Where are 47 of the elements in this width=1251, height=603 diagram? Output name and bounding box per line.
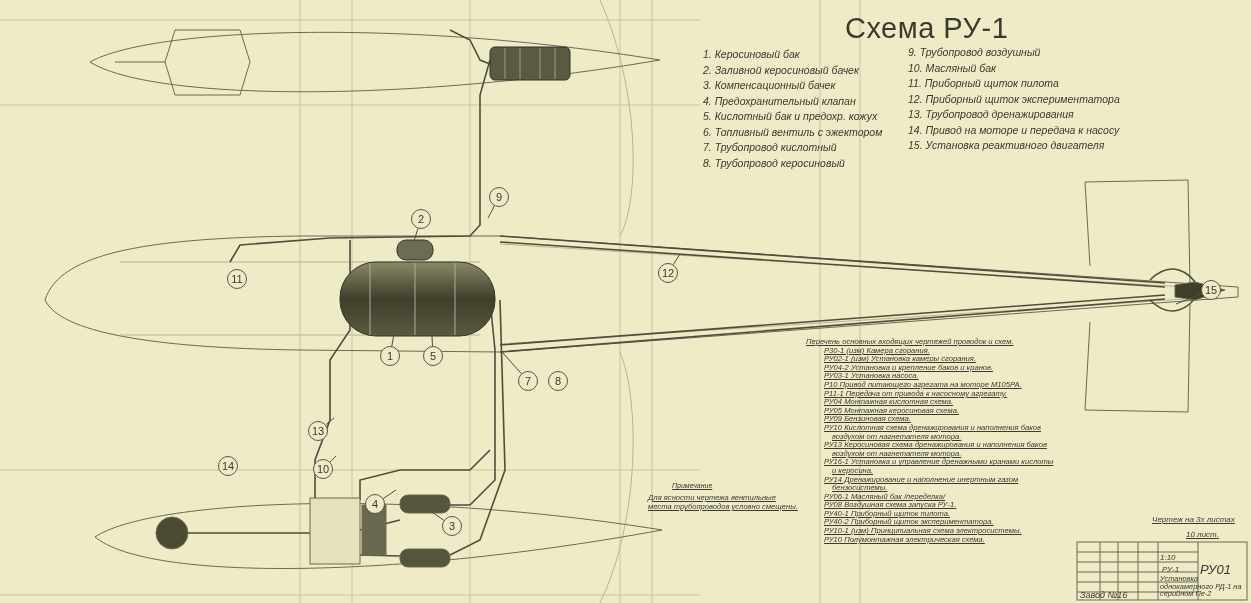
callout-number: 10: [313, 459, 333, 479]
leader-line: [382, 489, 397, 499]
leader-line: [1175, 293, 1203, 305]
callout-number: 14: [218, 456, 238, 476]
leader-line: [501, 351, 522, 375]
scale-value: 1:10: [1160, 553, 1176, 562]
callout-number: 2: [411, 209, 431, 229]
leader-line: [325, 417, 335, 426]
callout-number: 1: [380, 346, 400, 366]
legend-item: 11. Приборный щиток пилота: [908, 77, 1059, 89]
legend-item: 2. Заливной керосиновый бачек: [703, 63, 859, 76]
legend-item: 4. Предохранительный клапан: [703, 94, 856, 107]
legend-item: 12. Приборный щиток экспериментатора: [908, 92, 1120, 105]
legend-item: 13. Трубопровод дренажирования: [908, 108, 1074, 120]
legend-item: 7. Трубопровод кислотный: [703, 141, 837, 153]
diagram-title: Схема РУ-1: [845, 12, 1009, 45]
leader-line: [487, 205, 495, 219]
callout-number: 11: [227, 269, 247, 289]
callout-number: 12: [658, 263, 678, 283]
sheet-number: 1й лист.: [1186, 530, 1219, 539]
callout-number: 5: [423, 346, 443, 366]
leader-line: [431, 335, 433, 347]
drawing-number: РУ01: [1200, 562, 1231, 577]
sheet-note: Чертеж на 3х листах: [1152, 515, 1235, 524]
callout-number: 7: [518, 371, 538, 391]
leader-line: [431, 511, 445, 521]
legend-item: 9. Трубопровод воздушный: [908, 46, 1041, 58]
legend-item: 1. Керосиновый бак: [703, 48, 800, 60]
leader-line: [391, 333, 395, 347]
callout-number: 13: [308, 421, 328, 441]
leader-line: [672, 253, 681, 266]
callout-number: 8: [548, 371, 568, 391]
legend-item: 15. Установка реактивного двигателя: [908, 139, 1105, 151]
callout-number: 15: [1201, 280, 1221, 300]
legend-item: 6. Топливный вентиль с эжектором: [703, 125, 883, 138]
legend-item: 8. Трубопровод керосиновый: [703, 156, 845, 169]
callout-number: 4: [365, 494, 385, 514]
legend-item: 5. Кислотный бак и предохр. кожух: [703, 110, 878, 122]
leader-line: [413, 228, 419, 242]
callout-number: 9: [489, 187, 509, 207]
legend-item: 3. Компенсационный бачек: [703, 79, 836, 91]
leader-line: [329, 455, 337, 463]
callout-number: 3: [442, 516, 462, 536]
drawing-code: РУ-1: [1162, 565, 1180, 574]
legend-item: 14. Привод на моторе и передача к насосу: [908, 123, 1120, 136]
factory-name: Завод №16: [1080, 590, 1128, 600]
legend-item: 10. Масляный бак: [908, 61, 996, 74]
